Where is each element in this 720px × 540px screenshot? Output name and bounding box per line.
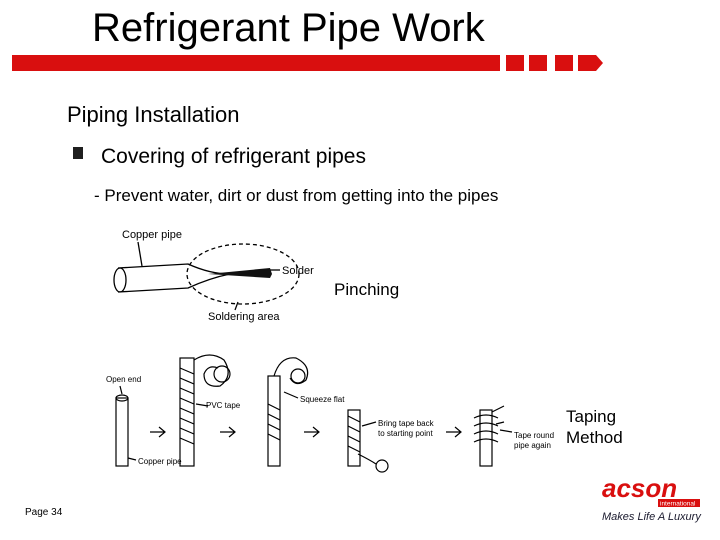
page-number: Page 34 (25, 507, 63, 518)
title-underline-bar (12, 55, 500, 71)
tape-round-label-2: pipe again (514, 441, 551, 450)
solder-label: Solder (282, 265, 314, 277)
tagline-text: Makes Life A Luxury (602, 511, 702, 523)
pinching-diagram: Copper pipe Solder Soldering area (113, 229, 314, 323)
bullet-square-icon (73, 147, 83, 159)
title-bar-block-1 (506, 55, 524, 71)
acson-logo: acson international Makes Life A Luxury (602, 473, 702, 523)
copper-pipe-label-2: Copper pipe (138, 457, 182, 466)
taping-label-line2: Method (566, 428, 623, 447)
bring-back-label-2: to starting point (378, 429, 433, 438)
taping-label-line1: Taping (566, 407, 617, 426)
sub-bullet-text: - Prevent water, dirt or dust from getti… (94, 186, 499, 205)
title-bar-arrow-icon (596, 55, 603, 71)
pvc-tape-label: PVC tape (206, 401, 241, 410)
taping-diagram: Open end PVC tape Copper pipe Squeeze fl… (106, 354, 554, 473)
bullet-text: Covering of refrigerant pipes (101, 145, 366, 168)
title-bar-block-3 (555, 55, 573, 71)
squeeze-flat-label: Squeeze flat (300, 395, 345, 404)
section-title: Piping Installation (67, 102, 240, 127)
tape-round-label-1: Tape round (514, 431, 554, 440)
taping-method-label: Taping Method (566, 406, 623, 448)
logo-text: acson (602, 473, 677, 503)
open-end-label: Open end (106, 375, 141, 384)
soldering-area-label: Soldering area (208, 311, 280, 323)
logo-sub-bar (658, 499, 700, 507)
logo-sub-text: international (660, 501, 696, 508)
pinching-label: Pinching (334, 280, 400, 299)
title-bar-block-2 (529, 55, 547, 71)
copper-pipe-label: Copper pipe (122, 229, 182, 241)
bring-back-label-1: Bring tape back (378, 419, 435, 428)
page-title: Refrigerant Pipe Work (92, 6, 485, 50)
title-bar-block-4 (578, 55, 596, 71)
